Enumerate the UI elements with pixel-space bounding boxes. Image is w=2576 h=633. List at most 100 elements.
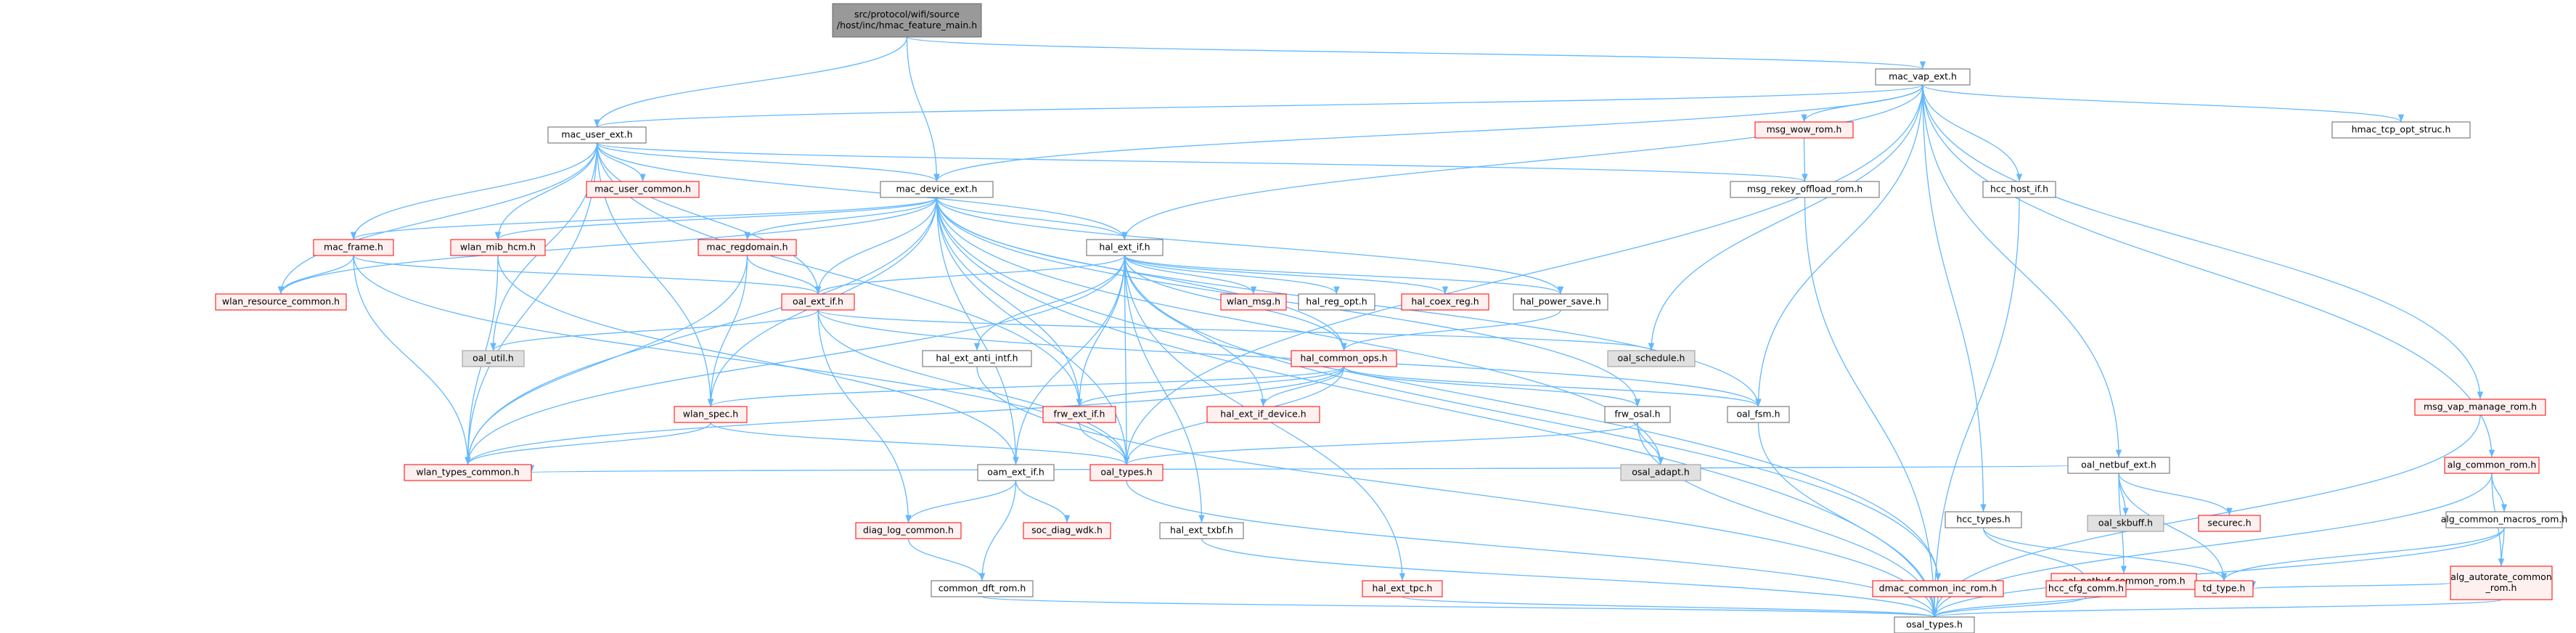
node-box[interactable]: [1042, 406, 1116, 423]
node-box[interactable]: [2087, 515, 2164, 532]
node-box[interactable]: [1982, 181, 2056, 198]
node-msg-rekey[interactable]: msg_rekey_offload_rom.h: [1730, 181, 1880, 198]
node-dmac-common-inc[interactable]: dmac_common_inc_rom.h: [1872, 580, 2004, 597]
node-securec[interactable]: securec.h: [2198, 515, 2261, 532]
node-hal-ext-if[interactable]: hal_ext_if.h: [1086, 239, 1164, 256]
node-common-dft-rom[interactable]: common_dft_rom.h: [931, 580, 1034, 597]
node-hcc-types[interactable]: hcc_types.h: [1945, 511, 2022, 528]
node-hal-ext-txbf[interactable]: hal_ext_txbf.h: [1159, 522, 1244, 539]
node-mac-regdomain[interactable]: mac_regdomain.h: [698, 239, 797, 256]
node-oal-fsm[interactable]: oal_fsm.h: [1727, 406, 1790, 423]
node-box[interactable]: [977, 464, 1055, 481]
node-box[interactable]: [1872, 580, 2004, 597]
node-box[interactable]: [2414, 399, 2546, 416]
node-oal-types[interactable]: oal_types.h: [1089, 464, 1164, 481]
node-box[interactable]: [404, 464, 532, 481]
node-mac-user-common[interactable]: mac_user_common.h: [586, 181, 700, 198]
node-wlan-mib-hcm[interactable]: wlan_mib_hcm.h: [450, 239, 546, 256]
node-label: alg_common_rom.h: [2448, 460, 2537, 470]
node-oal-netbuf-ext[interactable]: oal_netbuf_ext.h: [2067, 457, 2170, 474]
node-box[interactable]: [2450, 565, 2553, 600]
node-hal-reg-opt[interactable]: hal_reg_opt.h: [1298, 293, 1375, 311]
node-hal-power-save[interactable]: hal_power_save.h: [1513, 293, 1608, 311]
node-box[interactable]: [781, 293, 855, 311]
node-box[interactable]: [1894, 616, 1975, 633]
node-box[interactable]: [1206, 406, 1320, 423]
node-box[interactable]: [462, 350, 525, 367]
node-box[interactable]: [1727, 406, 1790, 423]
node-box[interactable]: [1401, 293, 1489, 311]
node-box[interactable]: [215, 293, 347, 311]
node-osal-adapt[interactable]: osal_adapt.h: [1620, 464, 1701, 481]
node-alg-autorate[interactable]: alg_autorate_common_rom.h: [2450, 565, 2553, 600]
node-box[interactable]: [1607, 350, 1696, 367]
node-hmac-tcp-opt[interactable]: hmac_tcp_opt_struc.h: [2331, 121, 2471, 139]
node-box[interactable]: [2045, 580, 2127, 597]
node-hal-ext-tpc[interactable]: hal_ext_tpc.h: [1362, 580, 1443, 597]
node-oal-ext-if[interactable]: oal_ext_if.h: [781, 293, 855, 311]
node-box[interactable]: [1291, 350, 1397, 367]
node-mac-device-ext[interactable]: mac_device_ext.h: [880, 181, 994, 198]
node-box[interactable]: [2198, 515, 2261, 532]
node-osal-types[interactable]: osal_types.h: [1894, 616, 1975, 633]
node-box[interactable]: [855, 522, 962, 539]
node-box[interactable]: [1086, 239, 1164, 256]
node-frw-osal[interactable]: frw_osal.h: [1604, 406, 1671, 423]
node-hcc-cfg-comm[interactable]: hcc_cfg_comm.h: [2045, 580, 2127, 597]
node-msg-wow-rom[interactable]: msg_wow_rom.h: [1754, 121, 1854, 139]
node-wlan-types-common[interactable]: wlan_types_common.h: [404, 464, 532, 481]
node-box[interactable]: [698, 239, 797, 256]
node-mac-user-ext[interactable]: mac_user_ext.h: [547, 126, 647, 144]
node-box[interactable]: [1298, 293, 1375, 311]
node-box[interactable]: [2067, 457, 2170, 474]
node-oal-skbuff[interactable]: oal_skbuff.h: [2087, 515, 2164, 532]
node-wlan-spec[interactable]: wlan_spec.h: [674, 406, 748, 423]
node-box[interactable]: [2445, 511, 2563, 528]
node-box[interactable]: [931, 580, 1034, 597]
node-box[interactable]: [1089, 464, 1164, 481]
node-oal-util[interactable]: oal_util.h: [462, 350, 525, 367]
node-box[interactable]: [1945, 511, 2022, 528]
node-root[interactable]: src/protocol/wifi/source/host/inc/hmac_f…: [832, 3, 982, 38]
node-hal-coex-reg[interactable]: hal_coex_reg.h: [1401, 293, 1489, 311]
node-soc-diag-wdk[interactable]: soc_diag_wdk.h: [1023, 522, 1111, 539]
node-box[interactable]: [547, 126, 647, 144]
node-hcc-host-if[interactable]: hcc_host_if.h: [1982, 181, 2056, 198]
node-wlan-msg[interactable]: wlan_msg.h: [1220, 293, 1287, 311]
node-box[interactable]: [1362, 580, 1443, 597]
node-box[interactable]: [880, 181, 994, 198]
node-hal-ext-if-device[interactable]: hal_ext_if_device.h: [1206, 406, 1320, 423]
node-box[interactable]: [1023, 522, 1111, 539]
node-box[interactable]: [1159, 522, 1244, 539]
edge-frw_ext_if-to-oal_types: [1079, 422, 1130, 465]
node-oam-ext-if[interactable]: oam_ext_if.h: [977, 464, 1055, 481]
node-box[interactable]: [1220, 293, 1287, 311]
node-msg-vap-manage[interactable]: msg_vap_manage_rom.h: [2414, 399, 2546, 416]
node-oal-schedule[interactable]: oal_schedule.h: [1607, 350, 1696, 367]
node-mac-frame[interactable]: mac_frame.h: [313, 239, 394, 256]
node-box[interactable]: [450, 239, 546, 256]
node-box[interactable]: [2194, 580, 2254, 597]
node-td-type[interactable]: td_type.h: [2194, 580, 2254, 597]
node-box[interactable]: [1730, 181, 1880, 198]
node-box[interactable]: [2331, 121, 2471, 139]
node-box[interactable]: [1620, 464, 1701, 481]
node-diag-log-common[interactable]: diag_log_common.h: [855, 522, 962, 539]
node-hal-ext-anti[interactable]: hal_ext_anti_intf.h: [922, 350, 1032, 367]
node-frw-ext-if[interactable]: frw_ext_if.h: [1042, 406, 1116, 423]
node-box[interactable]: [922, 350, 1032, 367]
node-hal-common-ops[interactable]: hal_common_ops.h: [1291, 350, 1397, 367]
node-box[interactable]: [674, 406, 748, 423]
node-alg-common-rom[interactable]: alg_common_rom.h: [2444, 457, 2540, 474]
node-alg-common-macros[interactable]: alg_common_macros_rom.h: [2441, 511, 2568, 528]
node-box[interactable]: [2444, 457, 2540, 474]
node-wlan-resource[interactable]: wlan_resource_common.h: [215, 293, 347, 311]
node-box[interactable]: [1875, 68, 1971, 86]
node-box[interactable]: [586, 181, 700, 198]
node-box[interactable]: [1513, 293, 1608, 311]
node-box[interactable]: [1754, 121, 1854, 139]
node-box[interactable]: [313, 239, 394, 256]
node-mac-vap-ext[interactable]: mac_vap_ext.h: [1875, 68, 1971, 86]
node-box[interactable]: [1604, 406, 1671, 423]
node-box[interactable]: [832, 3, 982, 38]
